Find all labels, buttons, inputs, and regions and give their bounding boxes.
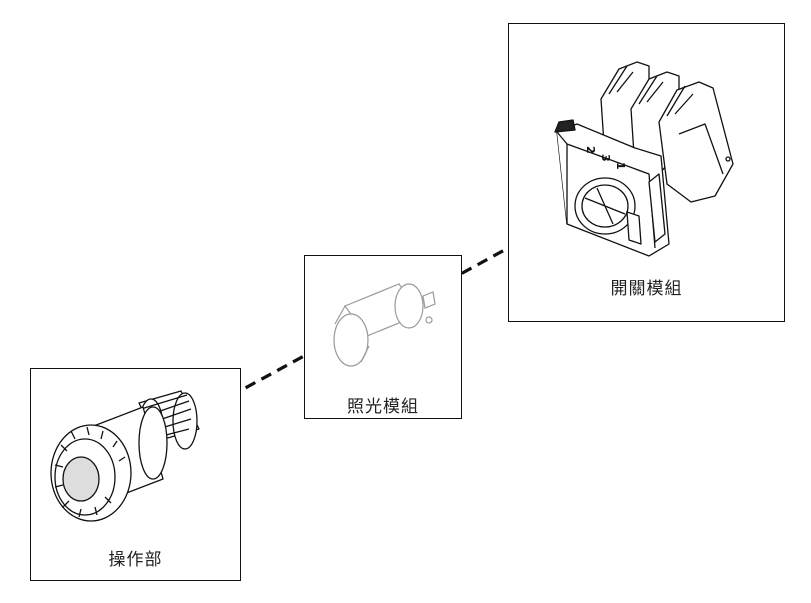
- operator-drawing: [50, 390, 200, 522]
- contact-number-1: 1: [614, 162, 627, 170]
- contact-number-2: 2: [584, 146, 597, 154]
- light-module-drawing: [333, 283, 436, 367]
- switch-module-drawing: 1 3 2: [554, 61, 734, 257]
- light-module-panel: 照光模組: [304, 255, 462, 419]
- light-module-label: 照光模組: [347, 397, 419, 417]
- switch-module-panel: 1 3 2 開關模組: [508, 23, 785, 322]
- operator-panel: 操作部: [30, 368, 241, 581]
- contact-number-3: 3: [599, 154, 612, 162]
- operator-label: 操作部: [108, 550, 163, 570]
- switch-module-label: 開關模組: [610, 279, 683, 299]
